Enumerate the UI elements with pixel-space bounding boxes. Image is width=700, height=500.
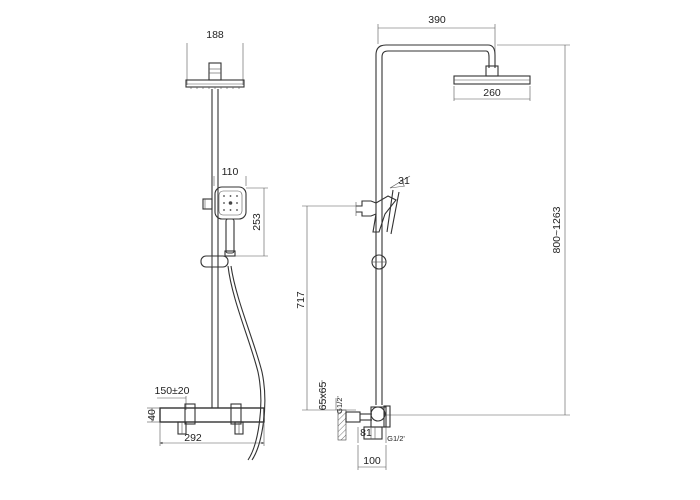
handshower-nozzles <box>223 195 238 211</box>
dim-body-length-label: 292 <box>184 432 202 444</box>
dim-rail-height: 717 <box>295 205 356 411</box>
shower-head <box>185 62 245 89</box>
dim-head-diameter: 260 <box>453 86 531 101</box>
riser-pipe <box>211 89 219 408</box>
dim-rail-height-label: 717 <box>295 291 307 309</box>
dim-angle-label: 31 <box>398 175 410 187</box>
dim-body-length: 292 <box>159 422 265 446</box>
side-hand-shower <box>355 189 400 235</box>
dim-head-width-label: 188 <box>206 29 224 41</box>
dim-thread-top-label: G1/2' <box>335 396 344 414</box>
side-shower-head <box>453 65 531 85</box>
dim-depth-100: 100 <box>357 445 387 470</box>
side-view: 390 260 <box>295 14 570 470</box>
shower-arm <box>375 44 496 190</box>
dim-body-height-label: 40 <box>146 409 158 421</box>
dim-depth-100-label: 100 <box>363 455 381 467</box>
slider <box>200 255 229 268</box>
dim-head-width: 188 <box>186 29 244 85</box>
dim-handshower-height-label: 253 <box>251 213 263 231</box>
dim-overall-height-label: 800~1263 <box>551 206 563 253</box>
dim-thread-bottom-label: G1/2' <box>387 434 405 443</box>
wall-bracket <box>202 198 213 210</box>
head-nozzles <box>190 87 240 89</box>
front-view: 188 110 <box>146 29 268 461</box>
dim-arm-reach: 390 <box>377 14 496 66</box>
dim-centers-label: 150±20 <box>155 385 190 397</box>
dim-overall-height: 800~1263 <box>386 44 570 416</box>
dim-angle: 31 <box>389 175 411 189</box>
side-wall-hatch <box>337 409 347 441</box>
hose <box>227 265 266 461</box>
dim-head-diameter-label: 260 <box>483 87 501 99</box>
hand-shower <box>214 186 247 257</box>
dim-eccentric: 65x65 G1/2' <box>317 380 344 414</box>
side-slider <box>371 254 387 270</box>
side-rail <box>375 190 383 405</box>
dim-handshower-width-label: 110 <box>222 166 239 178</box>
dim-depth-81-label: 81 <box>360 427 372 439</box>
side-mixer-body <box>337 405 391 441</box>
dim-eccentric-label: 65x65 <box>317 382 329 411</box>
dim-arm-reach-label: 390 <box>428 14 446 26</box>
dim-handshower: 110 253 <box>213 166 268 257</box>
dim-depth-81: 81 G1/2' <box>357 427 405 443</box>
thermostatic-body <box>159 403 265 435</box>
dim-centers: 150±20 <box>155 385 190 410</box>
dim-body-height: 40 <box>146 407 160 423</box>
